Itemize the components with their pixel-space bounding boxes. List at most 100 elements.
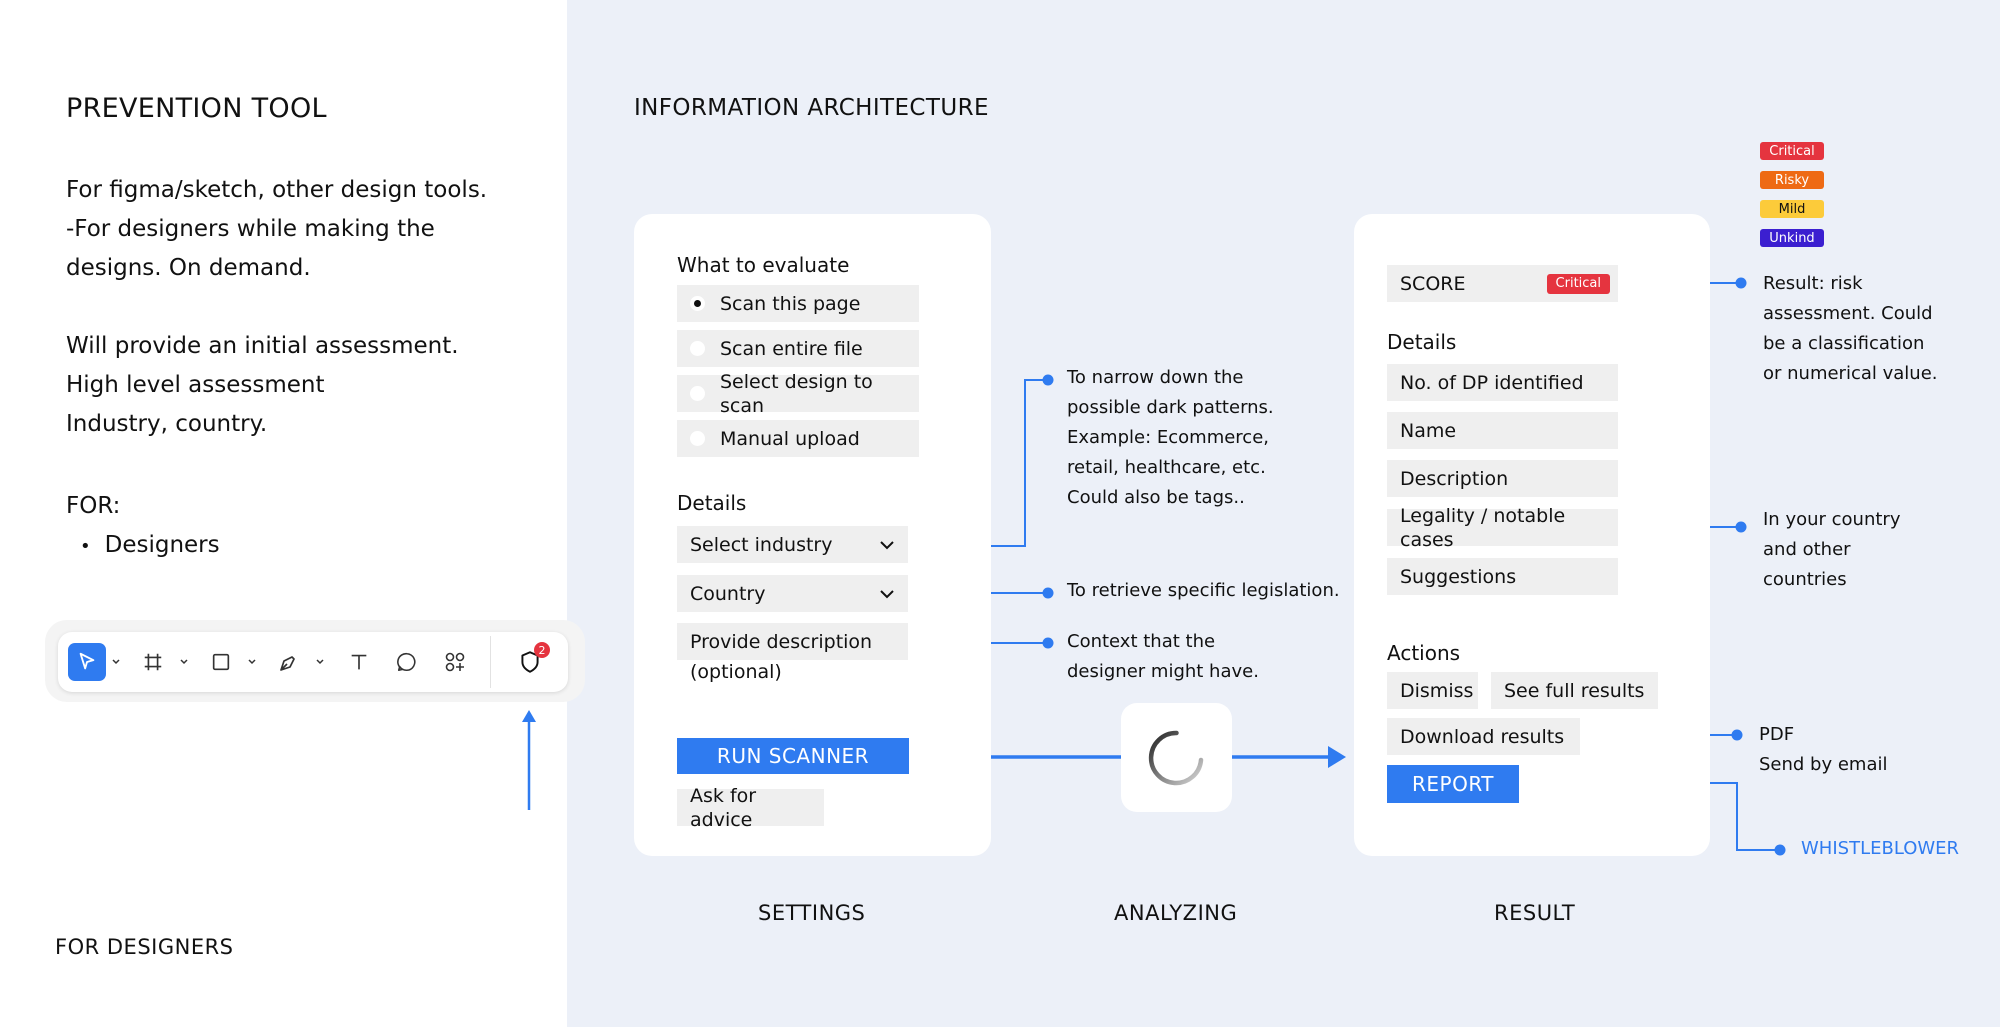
audience-label: Designers [104, 532, 220, 558]
note-line: and other [1763, 539, 1851, 560]
download-results-label: Download results [1400, 725, 1565, 748]
chevron-down-icon[interactable] [176, 632, 192, 692]
toolbar-divider [490, 636, 491, 688]
option-label: Scan this page [720, 292, 861, 315]
description-line: High level assessment [66, 372, 325, 398]
country-select[interactable]: Country [677, 575, 908, 612]
evaluate-label: What to evaluate [677, 253, 850, 277]
score-label: SCORE [1400, 272, 1466, 295]
for-label: FOR: [66, 493, 121, 519]
detail-dp-count: No. of DP identified [1387, 364, 1618, 401]
note-line: To narrow down the [1067, 367, 1244, 388]
footer-label: FOR DESIGNERS [55, 935, 234, 959]
note-legality: In your country and other countries [1763, 505, 1900, 595]
chevron-down-icon[interactable] [244, 632, 260, 692]
description-line: Industry, country. [66, 411, 268, 437]
country-select-label: Country [690, 582, 766, 605]
score-field: SCORE Critical [1387, 265, 1618, 302]
industry-select[interactable]: Select industry [677, 526, 908, 563]
detail-legality: Legality / notable cases [1387, 505, 1618, 551]
detail-label: Legality / notable cases [1400, 504, 1566, 551]
see-full-results-button[interactable]: See full results [1491, 672, 1658, 709]
cursor-icon [68, 643, 106, 681]
option-scan-file[interactable]: Scan entire file [677, 330, 919, 367]
ask-advice-label: Ask for advice [690, 784, 757, 831]
whistleblower-link[interactable]: WHISTLEBLOWER [1801, 838, 1960, 859]
rectangle-tool-icon[interactable] [206, 632, 236, 692]
see-full-results-label: See full results [1504, 679, 1645, 702]
radio-icon [690, 341, 705, 356]
note-line: PDF [1759, 724, 1795, 745]
note-context: Context that the designer might have. [1067, 627, 1259, 687]
detail-label: Description [1400, 467, 1509, 490]
analyzing-card [1121, 703, 1232, 812]
note-country: To retrieve specific legislation. [1067, 580, 1340, 601]
text-tool-icon[interactable] [344, 632, 374, 692]
detail-name: Name [1387, 412, 1618, 449]
description-block-b: Will provide an initial assessment. High… [66, 327, 459, 444]
description-placeholder: Provide description [690, 630, 873, 653]
ia-title: INFORMATION ARCHITECTURE [634, 95, 989, 121]
detail-suggestions: Suggestions [1387, 558, 1618, 595]
note-line: In your country [1763, 509, 1901, 530]
detail-label: No. of DP identified [1400, 371, 1584, 394]
option-scan-page[interactable]: Scan this page [677, 285, 919, 322]
note-line: Context that the [1067, 631, 1216, 652]
pen-tool-icon[interactable] [274, 632, 304, 692]
figma-toolbar: 2 [58, 632, 568, 692]
frame-tool-icon[interactable] [138, 632, 168, 692]
plugins-icon[interactable] [440, 632, 470, 692]
description-line: designs. On demand. [66, 255, 311, 281]
actions-label: Actions [1387, 641, 1461, 665]
note-line: or numerical value. [1763, 363, 1938, 384]
option-manual-upload[interactable]: Manual upload [677, 420, 919, 457]
option-select-design[interactable]: Select design to scan [677, 371, 919, 417]
report-button[interactable]: REPORT [1387, 765, 1519, 803]
chevron-down-icon [880, 540, 894, 549]
note-download: PDF Send by email [1759, 720, 1888, 780]
ask-advice-button[interactable]: Ask for advice [677, 785, 824, 831]
detail-label: Suggestions [1400, 565, 1517, 588]
settings-caption: SETTINGS [758, 901, 866, 925]
note-line: Could also be tags.. [1067, 487, 1245, 508]
legend-critical: Critical [1760, 142, 1824, 160]
note-line: Result: risk [1763, 273, 1863, 294]
bullet-icon: • [80, 536, 91, 557]
note-line: possible dark patterns. [1067, 397, 1274, 418]
note-score: Result: risk assessment. Could be a clas… [1763, 269, 1938, 389]
note-industry: To narrow down the possible dark pattern… [1067, 363, 1274, 513]
legend-unkind: Unkind [1760, 229, 1824, 247]
note-line: Send by email [1759, 754, 1888, 775]
description-line: -For designers while making the [66, 216, 435, 242]
notification-badge: 2 [534, 642, 550, 658]
analyzing-caption: ANALYZING [1114, 901, 1238, 925]
move-tool-button[interactable] [68, 632, 106, 692]
detail-label: Name [1400, 419, 1457, 442]
note-line: be a classification [1763, 333, 1925, 354]
radio-icon [690, 431, 705, 446]
note-line: Example: Ecommerce, [1067, 427, 1269, 448]
dismiss-button[interactable]: Dismiss [1387, 672, 1478, 709]
dismiss-label: Dismiss [1400, 679, 1474, 702]
download-results-button[interactable]: Download results [1387, 718, 1580, 755]
note-line: assessment. Could [1763, 303, 1933, 324]
detail-description: Description [1387, 460, 1618, 497]
description-line: For figma/sketch, other design tools. [66, 177, 488, 203]
prevention-plugin-button[interactable]: 2 [510, 632, 550, 692]
legend-mild: Mild [1760, 200, 1824, 218]
description-input[interactable]: Provide description [677, 623, 908, 660]
note-line: countries [1763, 569, 1847, 590]
result-details-label: Details [1387, 330, 1457, 354]
run-scanner-button[interactable]: RUN SCANNER [677, 738, 909, 774]
comment-tool-icon[interactable] [392, 632, 422, 692]
spinner-icon [1148, 730, 1204, 786]
chevron-down-icon[interactable] [108, 632, 124, 692]
chevron-down-icon [880, 589, 894, 598]
chevron-down-icon[interactable] [312, 632, 328, 692]
industry-select-label: Select industry [690, 533, 833, 556]
note-line: retail, healthcare, etc. [1067, 457, 1266, 478]
description-line: Will provide an initial assessment. [66, 333, 459, 359]
radio-icon [690, 386, 705, 401]
audience-item: • Designers [80, 526, 220, 566]
